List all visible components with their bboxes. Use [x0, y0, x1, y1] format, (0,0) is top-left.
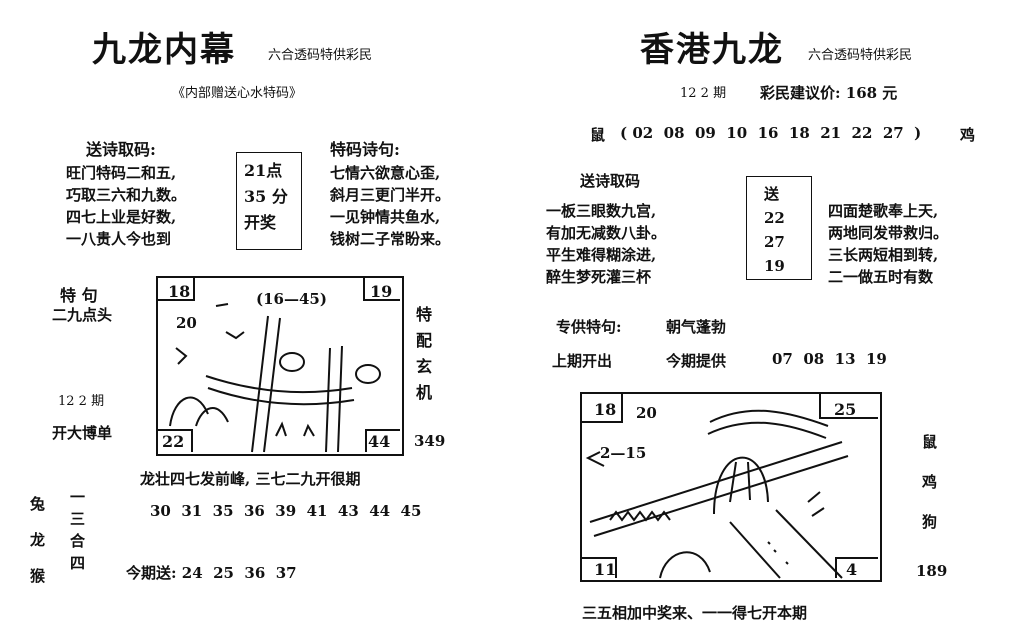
- send-box-number: 27: [764, 233, 785, 251]
- side-char: 机: [416, 383, 433, 402]
- combo-char: 合: [70, 532, 86, 550]
- left-number-list: 30 31 35 36 39 41 43 44 45: [150, 502, 422, 520]
- poem-line: 巧取三六和九数。: [66, 186, 187, 204]
- right-side-zodiac: 鼠 鸡 狗: [922, 422, 937, 542]
- left-sketch-drawing: [156, 276, 400, 453]
- side-char: 配: [416, 331, 433, 350]
- right-issue: 12 2 期: [680, 86, 727, 101]
- left-today-send: 今期送: 24 25 36 37: [126, 564, 297, 582]
- right-send-box: [746, 176, 812, 280]
- poem-line: 二一做五时有数: [828, 268, 934, 286]
- right-pic-br: 4: [846, 560, 858, 579]
- poem-line: 旺门特码二和五,: [66, 164, 177, 182]
- left-open-label: 开大博单: [52, 424, 113, 442]
- left-note: 《内部赠送心水特码》: [172, 86, 303, 101]
- time-minute: 35 分: [244, 187, 288, 206]
- side-char: 玄: [416, 357, 433, 376]
- left-zodiac-col: 兔 龙 猴: [30, 486, 45, 594]
- right-zodiac-numbers: ( 02 08 09 10 16 18 21 22 27 ): [620, 124, 922, 142]
- right-side-number: 189: [916, 562, 948, 580]
- right-subtitle: 六合透码特供彩民: [808, 48, 913, 63]
- right-provide-label: 今期提供: [666, 352, 727, 370]
- poem-line: 一见钟情共鱼水,: [330, 208, 441, 226]
- zodiac: 猴: [30, 567, 46, 585]
- time-hour: 21点: [244, 161, 283, 180]
- left-issue: 12 2 期: [58, 394, 105, 409]
- poem-line: 有加无减数八卦。: [546, 224, 667, 242]
- left-side-number: 349: [414, 432, 446, 450]
- left-send-poem: 旺门特码二和五, 巧取三六和九数。 四七上业是好数, 一八贵人今也到: [66, 162, 186, 250]
- poem-line: 四七上业是好数,: [66, 208, 177, 226]
- poem-line: 一板三眼数九宫,: [546, 202, 657, 220]
- left-combo-col: 一 三 合 四: [70, 486, 85, 574]
- left-special-poem-label: 特码诗句:: [330, 140, 400, 159]
- zodiac: 鸡: [922, 473, 938, 491]
- poem-line: 四面楚歌奉上天,: [828, 202, 939, 220]
- right-pic-range: 2—15: [600, 444, 647, 462]
- left-pic-range: (16—45): [256, 290, 327, 308]
- poem-line: 三长两短相到转,: [828, 246, 939, 264]
- poem-line: 醉生梦死灌三杯: [546, 268, 652, 286]
- left-time-box: [236, 152, 302, 250]
- left-subtitle: 六合透码特供彩民: [268, 48, 373, 63]
- left-pic-bl: 22: [162, 432, 185, 451]
- send-box-number: 19: [764, 257, 785, 275]
- right-zodiac-start: 鼠: [590, 126, 606, 144]
- combo-char: 四: [70, 554, 86, 572]
- left-title: 九龙内幕: [92, 30, 236, 70]
- left-time-text: 21点 35 分 开奖: [244, 158, 288, 236]
- left-special-poem: 七情六欲意心歪, 斜月三更门半开。 一见钟情共鱼水, 钱树二子常盼来。: [330, 162, 450, 250]
- right-send-box-text: 送 22 27 19: [764, 182, 785, 278]
- left-side-text: 特 配 玄 机: [416, 302, 432, 406]
- left-bottom-line: 龙壮四七发前峰, 三七二九开很期: [140, 470, 361, 488]
- send-box-head: 送: [764, 185, 780, 203]
- left-send-poem-label: 送诗取码:: [86, 140, 156, 159]
- poem-line: 钱树二子常盼来。: [330, 230, 451, 248]
- right-sketch-drawing: [580, 392, 878, 579]
- left-pic-scribble: 20: [176, 314, 197, 332]
- left-pic-tl: 18: [168, 282, 191, 301]
- right-bottom-line: 三五相加中奖来、一一得七开本期: [582, 604, 808, 622]
- left-special-sentence-label: 特 句: [60, 286, 98, 305]
- right-send-poem: 一板三眼数九宫, 有加无减数八卦。 平生难得糊涂进, 醉生梦死灌三杯: [546, 200, 666, 288]
- time-open: 开奖: [244, 213, 277, 232]
- right-sketch-frame: [580, 392, 882, 582]
- right-title: 香港九龙: [640, 30, 784, 70]
- right-pic-tl: 18: [594, 400, 617, 419]
- right-provide-numbers: 07 08 13 19: [772, 350, 887, 368]
- poem-line: 两地同发带救归。: [828, 224, 949, 242]
- send-box-number: 22: [764, 209, 785, 227]
- right-poem: 四面楚歌奉上天, 两地同发带救归。 三长两短相到转, 二一做五时有数: [828, 200, 948, 288]
- side-char: 特: [416, 305, 433, 324]
- zodiac: 兔: [30, 495, 46, 513]
- combo-char: 一: [70, 488, 86, 506]
- poem-line: 平生难得糊涂进,: [546, 246, 657, 264]
- zodiac: 龙: [30, 531, 46, 549]
- right-special-label: 专供特句:: [556, 318, 622, 336]
- right-pic-bl: 11: [594, 560, 617, 579]
- zodiac: 鼠: [922, 433, 938, 451]
- right-zodiac-end: 鸡: [960, 126, 976, 144]
- poem-line: 一八贵人今也到: [66, 230, 172, 248]
- combo-char: 三: [70, 510, 86, 528]
- poem-line: 七情六欲意心歪,: [330, 164, 441, 182]
- right-price: 彩民建议价: 168 元: [760, 84, 898, 102]
- zodiac: 狗: [922, 513, 938, 531]
- right-send-poem-label: 送诗取码: [580, 172, 641, 190]
- left-special-sentence: 二九点头: [52, 306, 113, 324]
- left-pic-tr: 19: [370, 282, 393, 301]
- left-sketch-frame: [156, 276, 404, 456]
- right-special-value: 朝气蓬勃: [666, 318, 727, 336]
- left-pic-br: 44: [368, 432, 391, 451]
- right-last-label: 上期开出: [552, 352, 613, 370]
- poem-line: 斜月三更门半开。: [330, 186, 451, 204]
- right-pic-scribble: 20: [636, 404, 657, 422]
- right-pic-tr: 25: [834, 400, 857, 419]
